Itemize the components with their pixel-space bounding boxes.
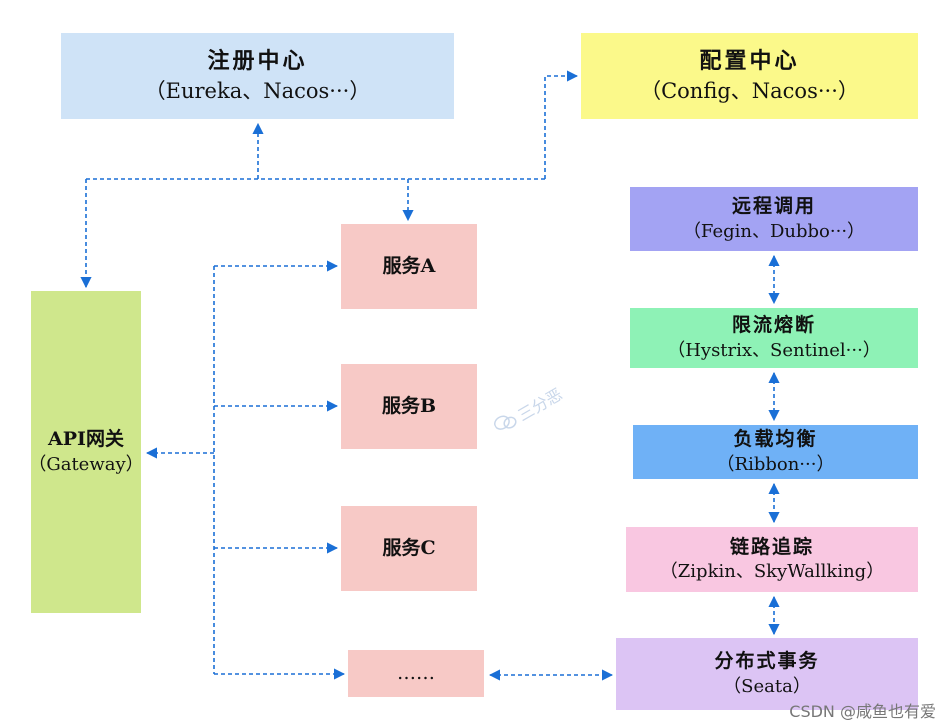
transaction-title: 分布式事务: [714, 650, 820, 673]
transaction-subtitle: （Seata）: [723, 675, 811, 697]
api-gateway-box: API网关 （Gateway）: [28, 291, 144, 613]
load-balance-box: 负载均衡 （Ribbon···）: [633, 425, 918, 479]
service-more-label: ……: [397, 661, 435, 684]
registry-title: 注册中心: [207, 47, 308, 74]
tracing-title: 链路追踪: [729, 535, 814, 558]
remote-call-box: 远程调用 （Fegin、Dubbo···）: [630, 187, 918, 251]
rate-limit-subtitle: （Hystrix、Sentinel···）: [667, 339, 881, 361]
service-more-box: ……: [348, 650, 484, 697]
distributed-transaction-box: 分布式事务 （Seata）: [616, 638, 918, 710]
tracing-box: 链路追踪 （Zipkin、SkyWallking）: [626, 527, 918, 592]
config-title: 配置中心: [699, 47, 800, 74]
watermark: 三分恶: [490, 381, 566, 439]
registry-subtitle: （Eureka、Nacos···）: [144, 78, 371, 103]
gateway-subtitle: （Gateway）: [28, 453, 144, 475]
registry-center-box: 注册中心 （Eureka、Nacos···）: [61, 33, 454, 119]
rate-limit-box: 限流熔断 （Hystrix、Sentinel···）: [630, 308, 918, 368]
config-center-box: 配置中心 （Config、Nacos···）: [581, 33, 918, 119]
load-balance-subtitle: （Ribbon···）: [716, 453, 835, 475]
service-c-label: 服务C: [382, 536, 436, 559]
gateway-title: API网关: [48, 428, 124, 451]
footer-credit: CSDN @咸鱼也有爱: [789, 702, 936, 721]
service-a-box: 服务A: [341, 224, 477, 309]
rpc-title: 远程调用: [731, 195, 816, 218]
rpc-subtitle: （Fegin、Dubbo···）: [682, 220, 866, 242]
config-subtitle: （Config、Nacos···）: [640, 78, 859, 103]
service-c-box: 服务C: [341, 506, 477, 591]
load-balance-title: 负载均衡: [733, 428, 818, 451]
service-a-label: 服务A: [382, 254, 436, 277]
service-b-label: 服务B: [381, 394, 437, 417]
arrow-to-config: [544, 70, 579, 179]
tracing-subtitle: （Zipkin、SkyWallking）: [659, 561, 885, 583]
wechat-icon: [494, 415, 517, 430]
rate-limit-title: 限流熔断: [731, 314, 816, 337]
service-b-box: 服务B: [341, 364, 477, 449]
